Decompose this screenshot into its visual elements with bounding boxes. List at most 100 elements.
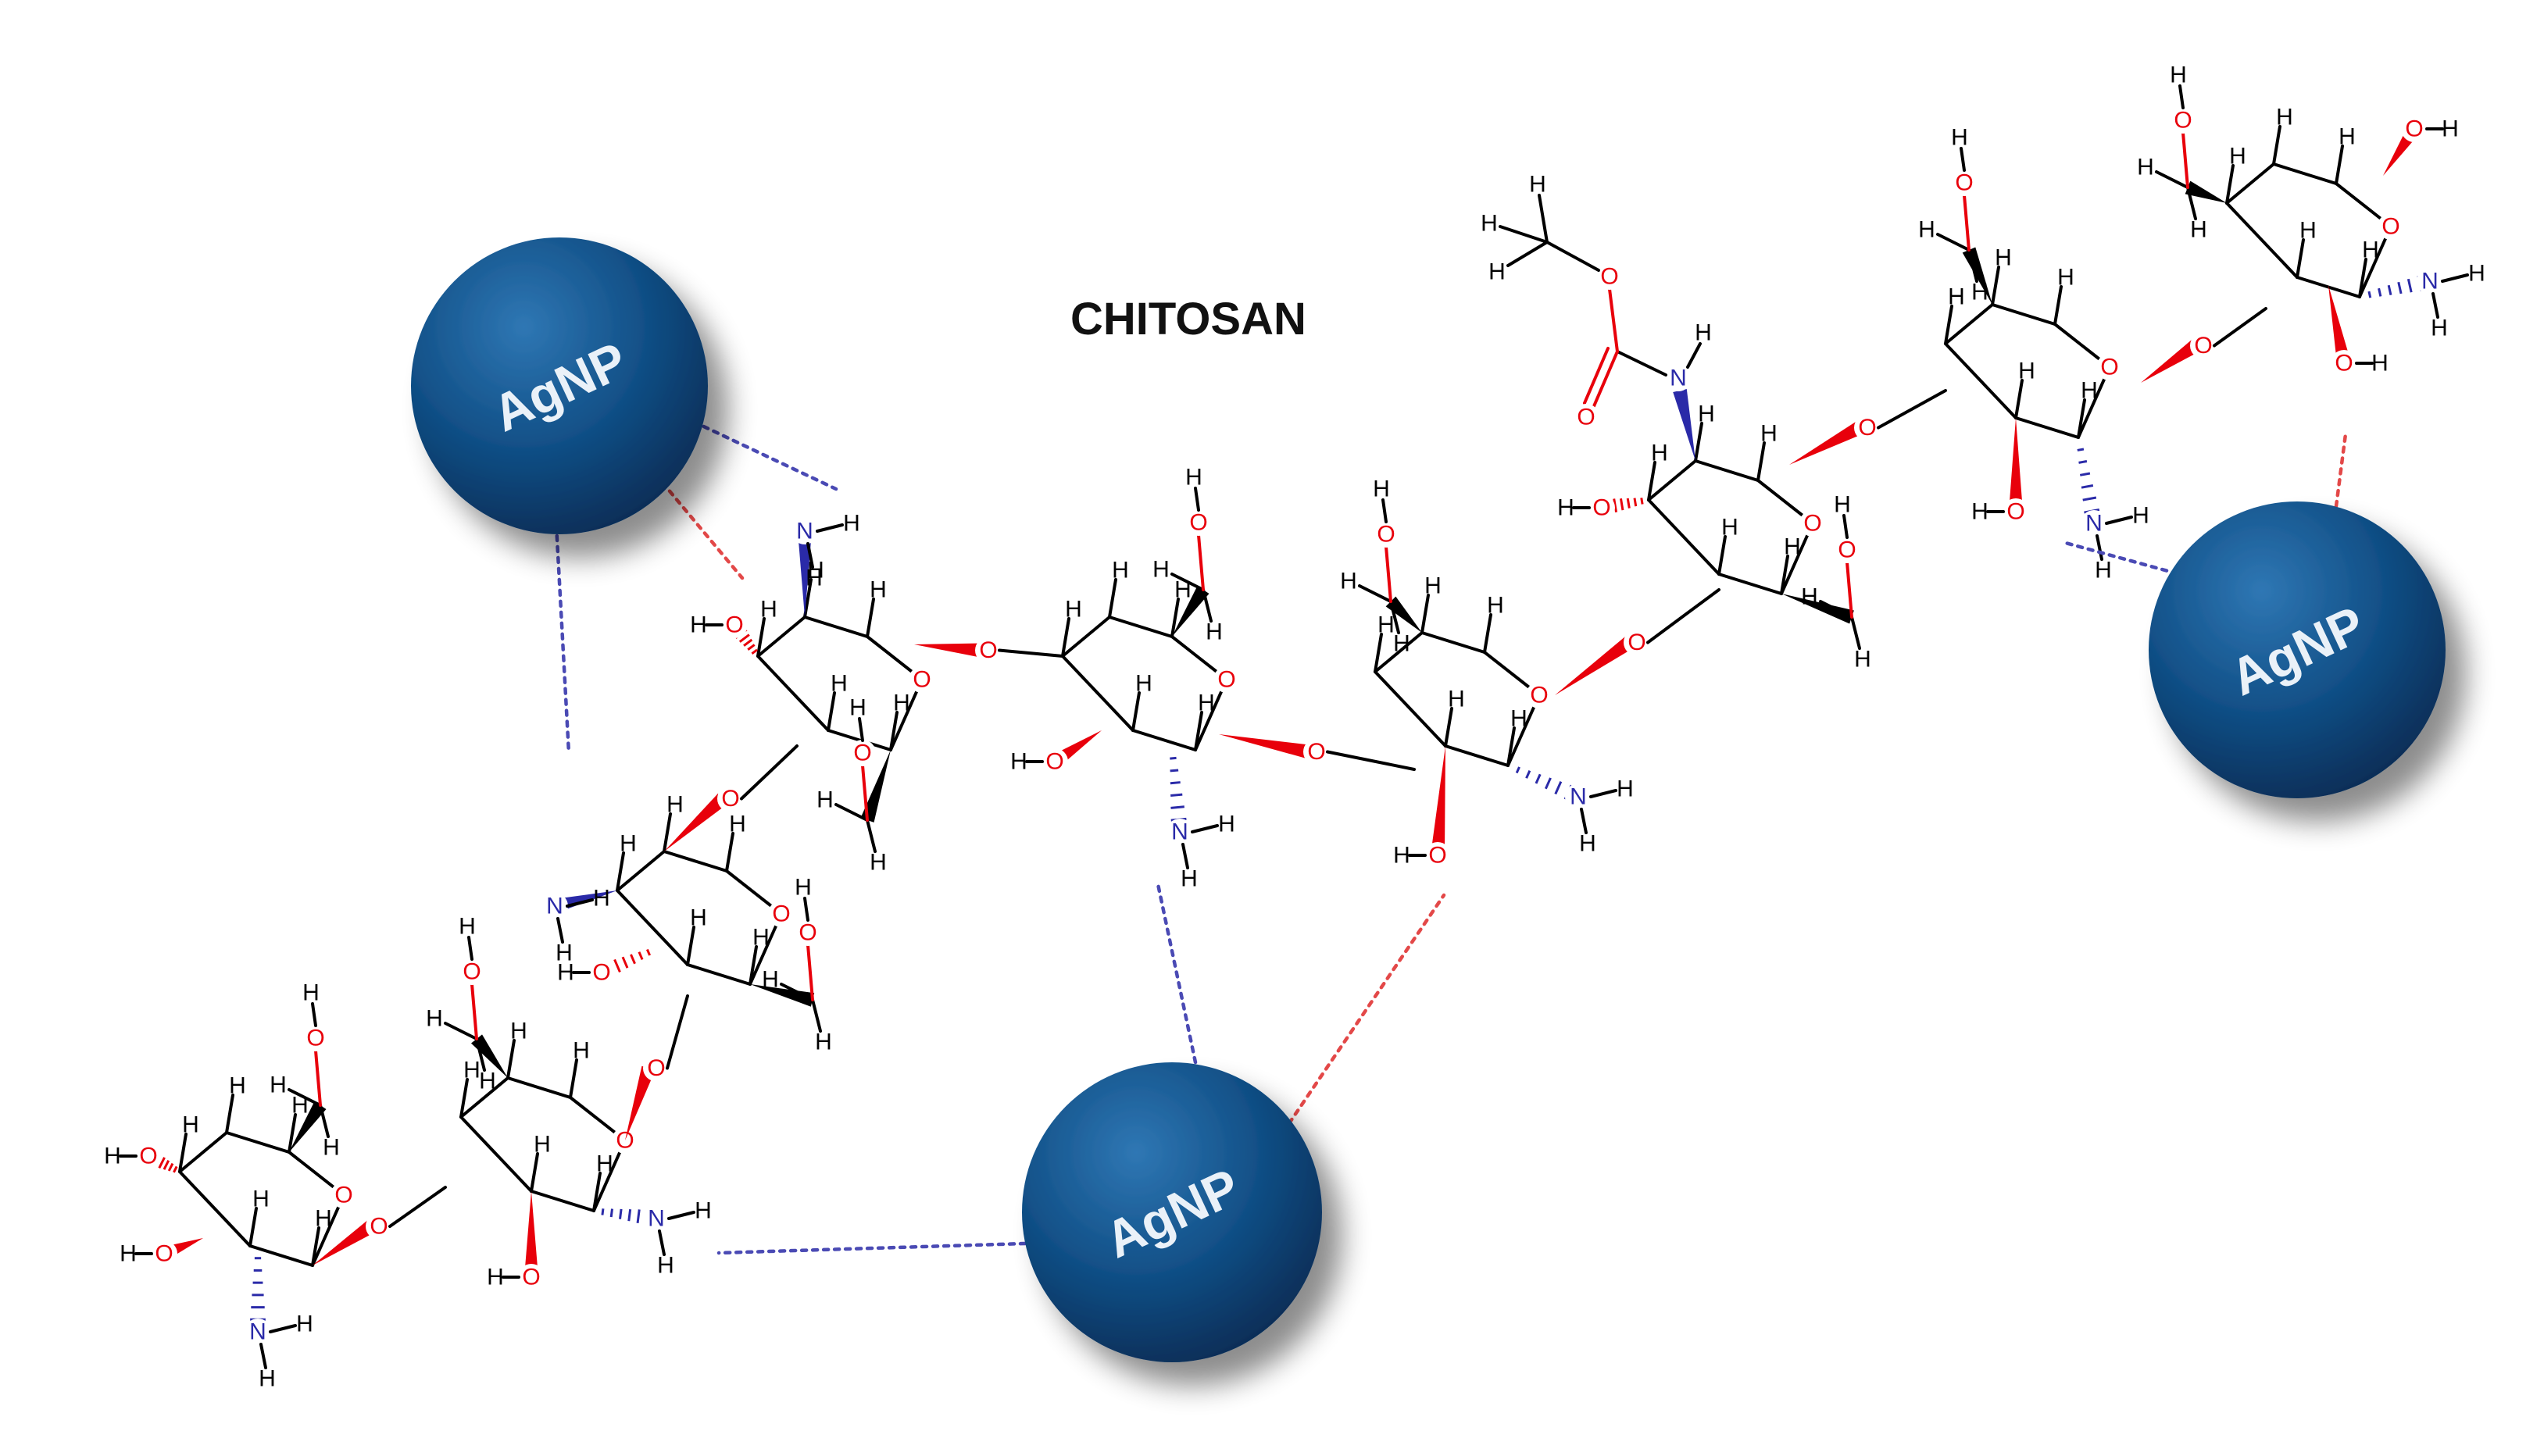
atom-backdrop <box>717 785 744 812</box>
atom-backdrop <box>135 1143 162 1169</box>
atom-backdrop <box>1303 738 1330 765</box>
glycosidic-wedge-bond <box>914 643 981 658</box>
atom-backdrop <box>1596 263 1623 290</box>
atom-backdrop <box>541 893 568 919</box>
hydrogen-atom: H <box>1995 245 2012 271</box>
atom-backdrop <box>1526 682 1552 708</box>
ch-bond <box>1483 613 1492 654</box>
ch-bond <box>530 1152 539 1193</box>
hash-stroke <box>636 1209 641 1223</box>
ring-bond <box>1647 498 1720 576</box>
atom-backdrop <box>1042 748 1068 775</box>
atom-backdrop <box>909 666 935 693</box>
glycosidic-oxygen-atom: O <box>647 1055 665 1081</box>
hydrogen-atom: H <box>1010 749 1027 775</box>
carbonyl-oxygen-atom: O <box>1577 405 1595 430</box>
glycosidic-bond <box>1646 588 1720 644</box>
glycosidic-oxygen-atom: O <box>2194 333 2212 359</box>
hydrogen-atom: H <box>762 967 779 993</box>
ch2-wedge-bond <box>1781 594 1854 624</box>
ch2-wedge-bond <box>2185 180 2227 203</box>
oh-bond <box>1381 498 1388 523</box>
atom-backdrop <box>518 1264 545 1290</box>
hydrogen-atom: H <box>2442 116 2459 142</box>
ring-bond <box>1647 459 1697 501</box>
atom-backdrop <box>2331 350 2357 376</box>
nitrogen-wedge-bond <box>1673 389 1695 461</box>
hydrogen-atom: H <box>1135 671 1152 697</box>
ring-bond <box>616 889 689 966</box>
nh-bond <box>2096 534 2103 561</box>
hydrogen-atom: H <box>1218 812 1235 837</box>
ch-bond <box>1694 422 1703 462</box>
glycosidic-bond <box>998 648 1064 658</box>
amine-interaction-line <box>1156 882 1198 1065</box>
ring-oxygen-atom: O <box>2100 355 2118 380</box>
ring-bond <box>1131 729 1197 751</box>
hydrogen-atom: H <box>1695 320 1712 346</box>
hash-stroke <box>613 958 621 973</box>
oxygen-atom: O <box>799 920 816 946</box>
ch-bond <box>2272 125 2281 166</box>
atom-backdrop <box>1573 404 1599 430</box>
hydrogen-atom: H <box>1529 172 1546 198</box>
hydrogen-atom: H <box>2229 144 2246 170</box>
oxygen-wedge-bond <box>2009 418 2023 512</box>
ch-bond <box>1717 535 1727 576</box>
oxygen-bond <box>470 983 478 1040</box>
atom-backdrop <box>1185 509 1212 536</box>
ch-bond <box>1374 633 1383 673</box>
hash-stroke <box>1626 498 1631 509</box>
hydrogen-atom: H <box>1181 866 1198 892</box>
ring-bond <box>1991 303 2056 326</box>
oxygen-atom: O <box>1377 522 1395 548</box>
ch-bond <box>1506 726 1516 767</box>
ch-bond <box>1756 441 1766 482</box>
hydrogen-atom: H <box>1784 534 1801 560</box>
oxygen-atom: O <box>1592 495 1610 521</box>
atom-backdrop <box>366 1213 392 1240</box>
oh-bond <box>1960 147 1966 172</box>
ch-bond <box>749 945 758 986</box>
hash-stroke <box>173 1165 178 1173</box>
hydrogen-atom: H <box>1834 492 1851 518</box>
hash-stroke <box>751 648 758 655</box>
oxygen-atom: O <box>1428 843 1446 869</box>
atom-backdrop <box>1167 819 1193 845</box>
atom-backdrop <box>1213 666 1240 693</box>
ch-bond <box>663 812 672 853</box>
glycosidic-bond <box>1326 750 1416 771</box>
ring-bond <box>663 850 728 873</box>
ring-oxygen-atom: O <box>2381 214 2399 240</box>
nh-bond <box>566 898 594 908</box>
hydrogen-atom: H <box>1424 573 1442 599</box>
ring-bond <box>803 616 869 638</box>
hydrogen-atom: H <box>1393 631 1410 657</box>
hash-stroke <box>1170 769 1179 773</box>
chitosan-title: CHITOSAN <box>1070 294 1306 344</box>
hydrogen-atom: H <box>806 566 823 591</box>
ch-bond <box>1499 225 1549 244</box>
ring-bond <box>178 1131 228 1173</box>
hydrogen-atom: H <box>104 1144 121 1169</box>
nh-bond <box>816 523 844 533</box>
ch-bond <box>889 711 899 751</box>
hash-stroke <box>645 948 652 956</box>
ring-bond <box>2225 202 2299 279</box>
hydrogen-atom: H <box>315 1206 332 1232</box>
hydrogen-atom: H <box>1481 211 1498 237</box>
atom-backdrop <box>1854 414 1881 441</box>
ch-bond <box>1131 691 1141 732</box>
ch-bond <box>444 1022 478 1040</box>
hydrogen-atom: H <box>760 597 777 623</box>
hydrogen-atom: H <box>1971 280 1988 305</box>
hydroxyl-interaction-line <box>660 480 745 580</box>
nitrogen-atom: N <box>796 519 813 544</box>
oxygen-atom: O <box>463 959 481 985</box>
glycosidic-wedge-bond <box>1789 421 1863 465</box>
hydrogen-atom: H <box>2431 316 2448 341</box>
ch-bond <box>1194 711 1203 751</box>
hydrogen-atom: H <box>620 831 637 857</box>
ch-bond <box>834 803 869 822</box>
ch-bond <box>2186 186 2197 220</box>
